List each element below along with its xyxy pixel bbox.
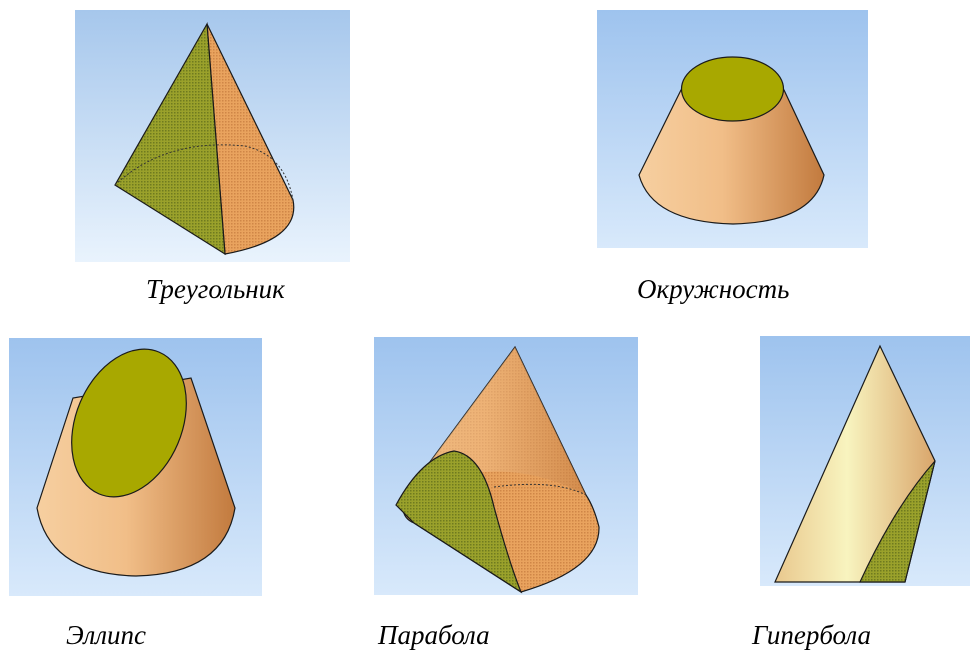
cone-ellipse-section-image (9, 338, 262, 596)
figure-parabola (374, 337, 638, 595)
figure-circle (597, 10, 868, 248)
figure-triangle (75, 10, 350, 262)
cone-parabola-section-image (374, 337, 638, 595)
caption-triangle: Треугольник (146, 276, 285, 303)
caption-ellipse: Эллипс (66, 622, 146, 649)
caption-circle: Окружность (637, 276, 789, 303)
figure-hyperbola (760, 336, 970, 586)
figure-ellipse (9, 338, 262, 596)
caption-parabola: Парабола (378, 622, 490, 649)
cone-circle-section-image (597, 10, 868, 248)
cone-triangle-section-image (75, 10, 350, 262)
cone-hyperbola-section-image (760, 336, 970, 586)
caption-hyperbola: Гипербола (752, 622, 871, 649)
